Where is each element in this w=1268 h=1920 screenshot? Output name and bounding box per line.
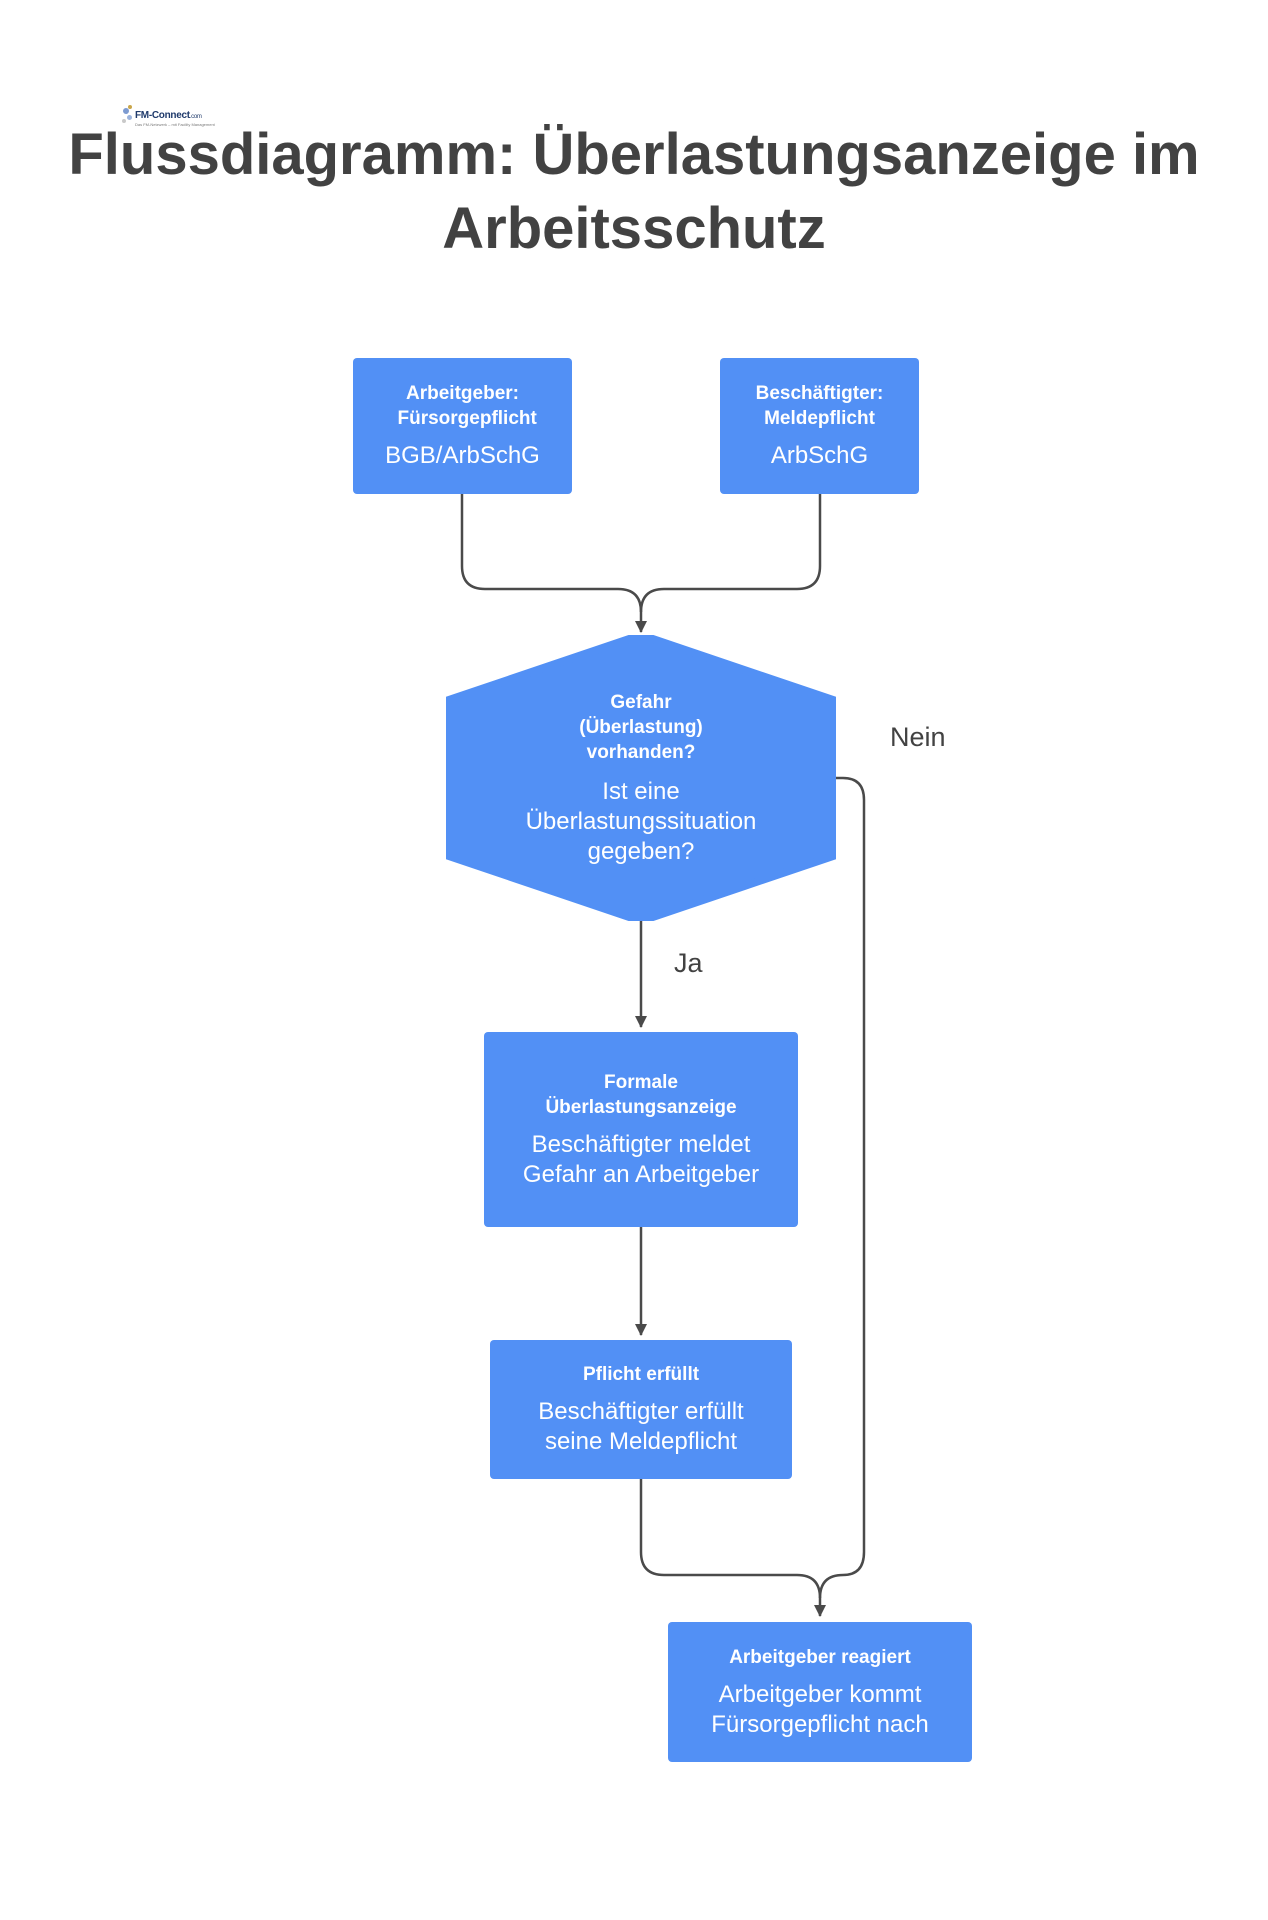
logo-tagline: Das FM-Netzwerk – mit Facility Managemen… bbox=[135, 122, 215, 127]
node-arbeitgeber: Arbeitgeber: Fürsorgepflicht BGB/ArbSchG bbox=[353, 358, 572, 494]
node-gefahr-body: Ist eine Überlastungssituation gegeben? bbox=[525, 777, 757, 865]
edge-label-ja: Ja bbox=[674, 948, 703, 978]
node-beschaeftigter-body: ArbSchG bbox=[770, 442, 869, 469]
node-gefahr: Gefahr (Überlastung) vorhanden? Ist eine… bbox=[442, 631, 840, 925]
edge-pflicht-reagiert bbox=[639, 1479, 826, 1617]
logo: FM-Connect.com Das FM-Netzwerk – mit Fac… bbox=[121, 104, 215, 132]
node-gefahr-head: Gefahr (Überlastung) vorhanden? bbox=[579, 691, 703, 763]
logo-mark-icon bbox=[128, 105, 132, 109]
edge-label-nein: Nein bbox=[890, 722, 946, 752]
edge-arbeitgeber-gefahr bbox=[460, 494, 647, 633]
logo-mark-icon bbox=[123, 108, 129, 114]
node-pflicht: Pflicht erfüllt Beschäftigter erfüllt se… bbox=[490, 1340, 792, 1479]
node-pflicht-body: Beschäftigter erfüllt seine Meldepflicht bbox=[538, 1398, 744, 1455]
logo-mark-icon bbox=[122, 119, 126, 123]
logo-wordmark: FM-Connect.com bbox=[135, 110, 202, 121]
node-reagiert: Arbeitgeber reagiert Arbeitgeber kommt F… bbox=[668, 1622, 972, 1762]
node-pflicht-head: Pflicht erfüllt bbox=[582, 1364, 700, 1385]
edge-beschaeftigter-gefahr bbox=[639, 494, 822, 613]
node-anzeige-head: Formale Überlastungsanzeige bbox=[545, 1071, 737, 1118]
node-beschaeftigter-head: Beschäftigter: Meldepflicht bbox=[755, 383, 884, 429]
node-beschaeftigter: Beschäftigter: Meldepflicht ArbSchG bbox=[720, 358, 919, 494]
node-arbeitgeber-head: Arbeitgeber: Fürsorgepflicht bbox=[397, 383, 537, 429]
diagram-title: Flussdiagramm: Überlastungsanzeige im Ar… bbox=[68, 122, 1200, 261]
logo-mark-icon bbox=[127, 115, 132, 120]
node-anzeige-body: Beschäftigter meldet Gefahr an Arbeitgeb… bbox=[522, 1130, 760, 1188]
edge-gefahr-reagiert bbox=[818, 776, 866, 1599]
node-arbeitgeber-body: BGB/ArbSchG bbox=[385, 442, 540, 469]
node-anzeige: Formale Überlastungsanzeige Beschäftigte… bbox=[484, 1032, 798, 1227]
node-reagiert-head: Arbeitgeber reagiert bbox=[729, 1646, 911, 1668]
node-reagiert-body: Arbeitgeber kommt Fürsorgepflicht nach bbox=[711, 1680, 929, 1738]
